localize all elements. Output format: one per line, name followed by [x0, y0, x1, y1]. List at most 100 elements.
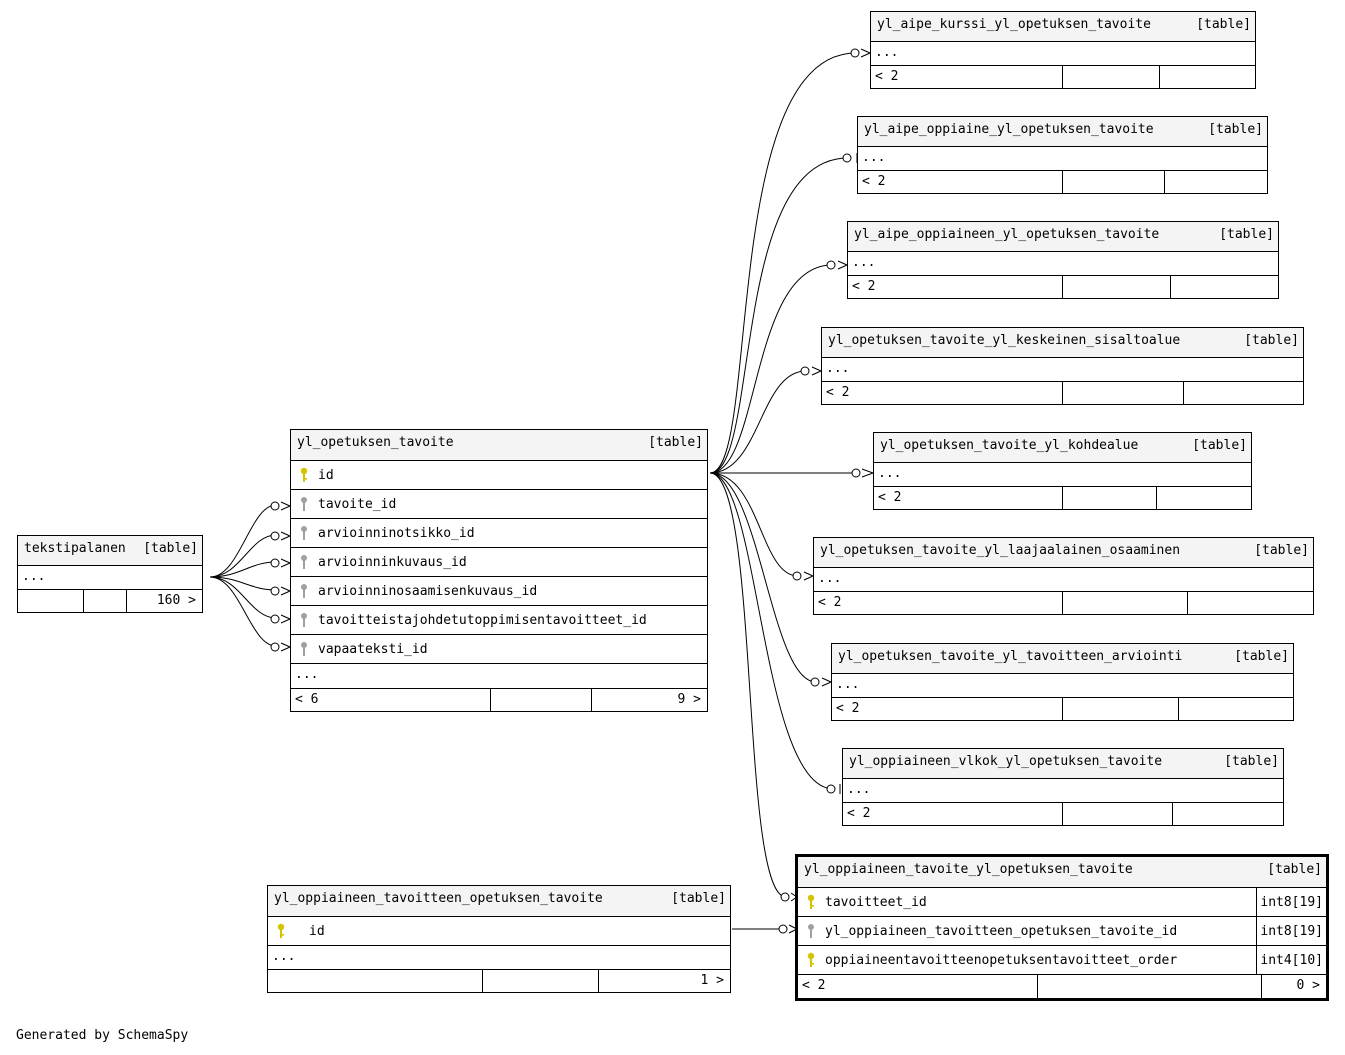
table-name: yl_opetuksen_tavoite_yl_keskeinen_sisalt…: [828, 333, 1181, 348]
footer-children[interactable]: 0 >: [1261, 975, 1326, 998]
table-kind: [table]: [1224, 754, 1279, 769]
table-yl-opetuksen-tavoite-yl-kohdealue[interactable]: yl_opetuksen_tavoite_yl_kohdealue [table…: [873, 432, 1252, 510]
footer-children: [1159, 66, 1255, 88]
table-yl-opetuksen-tavoite-yl-tavoitteen-arviointi[interactable]: yl_opetuksen_tavoite_yl_tavoitteen_arvio…: [831, 643, 1294, 721]
columns-ellipsis: ...: [832, 673, 1293, 697]
table-tekstipalanen[interactable]: tekstipalanen [table] ... 160 >: [17, 535, 203, 613]
table-header: yl_opetuksen_tavoite_yl_laajaalainen_osa…: [814, 538, 1313, 567]
foreign-key-icon: [301, 642, 307, 656]
footer-children[interactable]: 9 >: [591, 689, 707, 711]
column-name: tavoitteistajohdetutoppimisentavoitteet_…: [318, 612, 647, 628]
column-row[interactable]: id: [291, 460, 707, 489]
column-name: tavoite_id: [318, 496, 397, 512]
footer-children: [1172, 803, 1283, 825]
column-row[interactable]: tavoite_id: [291, 489, 707, 518]
table-name: yl_aipe_kurssi_yl_opetuksen_tavoite: [877, 17, 1151, 32]
table-name: yl_opetuksen_tavoite_yl_laajaalainen_osa…: [820, 543, 1181, 558]
footer-parents[interactable]: < 2: [843, 803, 1062, 825]
table-footer: < 6 9 >: [291, 688, 707, 711]
columns-ellipsis: ...: [843, 778, 1283, 802]
table-footer: < 2: [843, 802, 1283, 825]
column-name: arvioinninotsikko_id: [318, 525, 475, 541]
column-row[interactable]: tavoitteistajohdetutoppimisentavoitteet_…: [291, 605, 707, 634]
footer-parents[interactable]: < 2: [858, 171, 1062, 193]
table-yl-aipe-oppiaine-yl-opetuksen-tavoite[interactable]: yl_aipe_oppiaine_yl_opetuksen_tavoite [t…: [857, 116, 1268, 194]
footer-rows: [1062, 382, 1183, 404]
footer-rows: [1062, 487, 1156, 509]
table-name: tekstipalanen: [24, 541, 126, 556]
column-row[interactable]: yl_oppiaineen_tavoitteen_opetuksen_tavoi…: [798, 916, 1326, 945]
parents-count: < 2: [836, 701, 860, 716]
table-kind: [table]: [1267, 862, 1322, 877]
columns-ellipsis: ...: [268, 945, 730, 969]
parents-count: < 2: [878, 490, 902, 505]
columns-ellipsis: ...: [18, 565, 202, 589]
table-kind: [table]: [1219, 227, 1274, 242]
column-row[interactable]: oppiaineentavoitteenopetuksentavoitteet_…: [798, 945, 1326, 974]
footer-rows: [1062, 171, 1164, 193]
column-row[interactable]: arvioinninotsikko_id: [291, 518, 707, 547]
column-name: yl_oppiaineen_tavoitteen_opetuksen_tavoi…: [825, 923, 1178, 939]
table-kind: [table]: [1208, 122, 1263, 137]
footer-parents[interactable]: < 2: [832, 698, 1062, 720]
footer-parents[interactable]: < 2: [874, 487, 1062, 509]
footer-children[interactable]: 1 >: [598, 970, 730, 992]
table-footer: < 2: [822, 381, 1303, 404]
footer-children: [1156, 487, 1251, 509]
table-yl-oppiaineen-vlkok-yl-opetuksen-tavoite[interactable]: yl_oppiaineen_vlkok_yl_opetuksen_tavoite…: [842, 748, 1284, 826]
primary-key-icon: [807, 894, 815, 909]
parents-count: < 2: [862, 174, 886, 189]
column-name: tavoitteet_id: [825, 894, 927, 910]
table-footer: < 2: [858, 170, 1267, 193]
table-footer: 160 >: [18, 589, 202, 612]
column-row[interactable]: vapaateksti_id: [291, 634, 707, 663]
table-yl-aipe-kurssi-yl-opetuksen-tavoite[interactable]: yl_aipe_kurssi_yl_opetuksen_tavoite [tab…: [870, 11, 1256, 89]
footer-rows: [482, 970, 598, 992]
footer-rows: [1062, 803, 1172, 825]
column-row[interactable]: arvioinninosaamisenkuvaus_id: [291, 576, 707, 605]
footer-parents[interactable]: < 2: [848, 276, 1062, 298]
footer-children: [1183, 382, 1303, 404]
parents-count: < 2: [875, 69, 899, 84]
table-name: yl_opetuksen_tavoite_yl_tavoitteen_arvio…: [838, 649, 1183, 664]
footer-parents[interactable]: < 2: [798, 975, 1037, 998]
table-yl-oppiaineen-tavoite-yl-opetuksen-tavoite[interactable]: yl_oppiaineen_tavoite_yl_opetuksen_tavoi…: [795, 854, 1329, 1001]
footer-rows: [1037, 975, 1261, 998]
column-row[interactable]: id: [268, 916, 730, 945]
table-header: yl_aipe_oppiaineen_yl_opetuksen_tavoite …: [848, 222, 1278, 251]
table-yl-opetuksen-tavoite-yl-keskeinen-sisaltoalue[interactable]: yl_opetuksen_tavoite_yl_keskeinen_sisalt…: [821, 327, 1304, 405]
table-header: yl_opetuksen_tavoite_yl_keskeinen_sisalt…: [822, 328, 1303, 357]
children-count: 9 >: [677, 692, 701, 707]
footer-children[interactable]: 160 >: [126, 590, 202, 612]
table-yl-oppiaineen-tavoitteen-opetuksen-tavoite[interactable]: yl_oppiaineen_tavoitteen_opetuksen_tavoi…: [267, 885, 731, 993]
primary-key-icon: [807, 952, 815, 967]
table-yl-opetuksen-tavoite-yl-laajaalainen-osaaminen[interactable]: yl_opetuksen_tavoite_yl_laajaalainen_osa…: [813, 537, 1314, 615]
foreign-key-icon: [301, 526, 307, 540]
table-footer: < 2: [814, 591, 1313, 614]
primary-key-icon: [300, 467, 308, 482]
column-name: arvioinninosaamisenkuvaus_id: [318, 583, 538, 599]
table-yl-aipe-oppiaineen-yl-opetuksen-tavoite[interactable]: yl_aipe_oppiaineen_yl_opetuksen_tavoite …: [847, 221, 1279, 299]
footer-parents[interactable]: < 2: [871, 66, 1062, 88]
table-header: yl_oppiaineen_tavoitteen_opetuksen_tavoi…: [268, 886, 730, 916]
footer-children: [1164, 171, 1267, 193]
columns-ellipsis: ...: [291, 663, 707, 688]
table-kind: [table]: [1254, 543, 1309, 558]
footer-parents[interactable]: < 2: [822, 382, 1062, 404]
table-name: yl_oppiaineen_tavoite_yl_opetuksen_tavoi…: [804, 862, 1133, 877]
columns-ellipsis: ...: [814, 567, 1313, 591]
footer-rows: [1062, 698, 1178, 720]
columns-ellipsis: ...: [858, 146, 1267, 170]
table-kind: [table]: [1244, 333, 1299, 348]
columns-ellipsis: ...: [871, 41, 1255, 65]
footer-parents: [18, 590, 83, 612]
foreign-key-icon: [301, 613, 307, 627]
footer-parents[interactable]: < 2: [814, 592, 1062, 614]
table-kind: [table]: [671, 891, 726, 906]
table-yl-opetuksen-tavoite[interactable]: yl_opetuksen_tavoite [table] id tavoite_…: [290, 429, 708, 712]
footer-parents[interactable]: < 6: [291, 689, 490, 711]
column-row[interactable]: tavoitteet_id int8[19]: [798, 887, 1326, 916]
column-row[interactable]: arvioinninkuvaus_id: [291, 547, 707, 576]
table-header: yl_opetuksen_tavoite [table]: [291, 430, 707, 460]
